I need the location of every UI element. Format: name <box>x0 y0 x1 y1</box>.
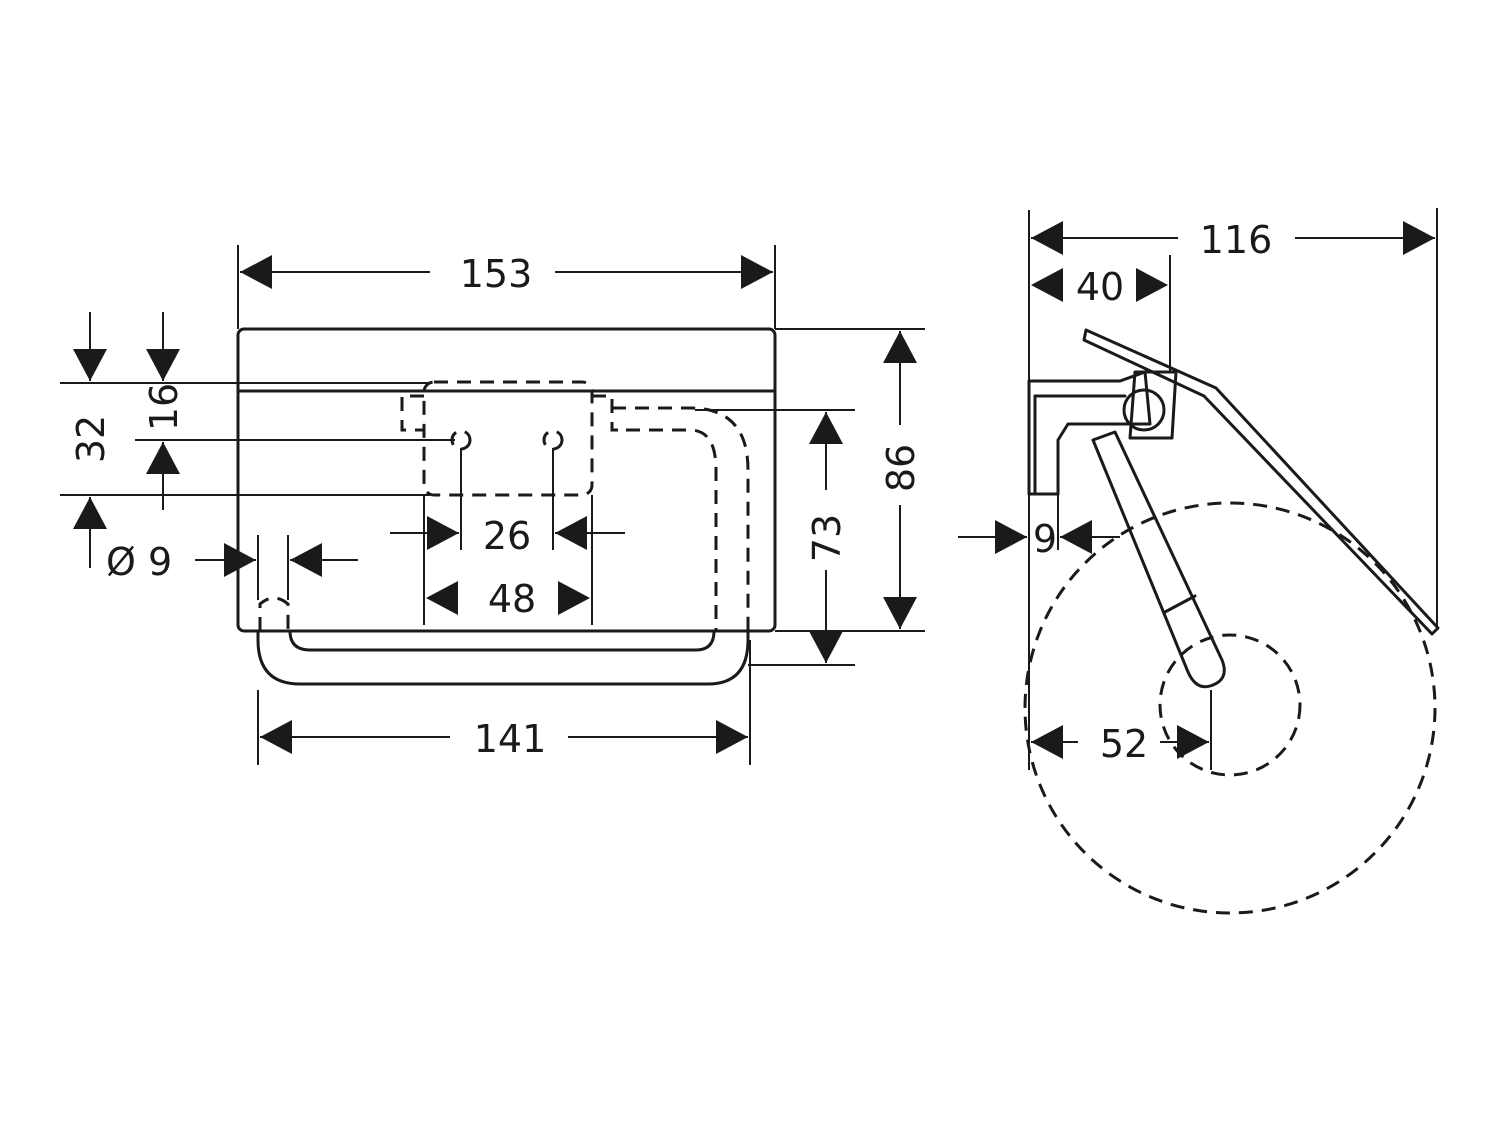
rail-inner <box>288 629 716 652</box>
side-view: 116 40 9 52 <box>958 208 1440 915</box>
dim-width-141: 141 <box>474 717 547 761</box>
dim-hole-spacing-26: 26 <box>483 514 531 558</box>
hinge-block <box>1128 370 1178 440</box>
dim-width-153: 153 <box>460 252 533 296</box>
housing-outline <box>236 327 777 633</box>
dim-diameter-9: Ø 9 <box>106 540 172 584</box>
wall-bracket <box>1027 370 1152 496</box>
roll-arm <box>1091 430 1226 689</box>
dim-depth-40: 40 <box>1076 265 1124 309</box>
dim-roll-axis-52: 52 <box>1100 722 1148 766</box>
rail-outline <box>256 629 750 686</box>
dim-offset-16: 16 <box>142 383 186 431</box>
mounting-plate-hidden <box>422 380 594 497</box>
dim-height-73: 73 <box>805 514 849 562</box>
dim-offset-32: 32 <box>69 415 113 463</box>
screw-hole-right <box>542 429 564 451</box>
paper-roll-hidden <box>1023 501 1437 915</box>
bracket-left-hidden <box>400 394 424 432</box>
cover-lid <box>1082 328 1440 636</box>
bracket-right-hidden <box>592 394 626 432</box>
dim-height-86: 86 <box>879 444 923 492</box>
hinge-pin <box>1122 388 1166 432</box>
pin-hidden <box>258 596 290 631</box>
dim-wall-plate-9: 9 <box>1033 517 1057 561</box>
arm-hidden <box>612 406 750 631</box>
arm-hidden-inner <box>626 428 718 631</box>
front-view: 153 141 86 73 32 16 <box>60 245 925 765</box>
roll-core-hidden <box>1158 633 1302 777</box>
dim-plate-width-48: 48 <box>488 577 536 621</box>
dim-depth-116: 116 <box>1200 218 1273 262</box>
